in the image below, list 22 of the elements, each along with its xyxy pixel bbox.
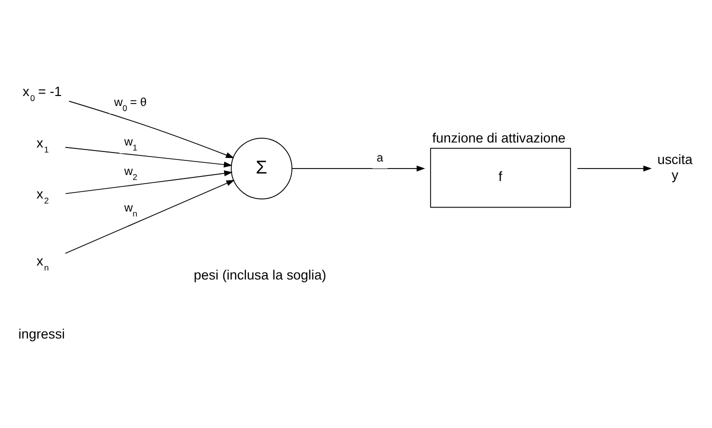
- arrow: [68, 100, 234, 158]
- node-box: f: [430, 147, 571, 208]
- node-text: y: [672, 166, 678, 182]
- label: ingressi: [18, 326, 65, 342]
- edge-label: w$_{0}$ = θ: [114, 94, 147, 112]
- edge-label: w$_{n}$: [124, 200, 138, 218]
- arrow: [65, 170, 233, 194]
- edge-label: w$_{1}$: [124, 134, 138, 152]
- arrow: [64, 146, 232, 167]
- node-text: x$_{2}$: [36, 186, 49, 206]
- edge-label: w$_{2}$: [124, 164, 138, 182]
- node-text: x$_{1}$: [36, 134, 49, 154]
- node-text: x$_{n}$: [36, 252, 49, 272]
- arrow: [292, 165, 426, 172]
- node-text: x$_{0}$ = -1: [22, 83, 62, 102]
- node-label: uscita: [657, 152, 693, 167]
- arrow: [64, 179, 235, 254]
- node-circle: Σ: [230, 137, 292, 199]
- edge-label: a: [376, 150, 384, 164]
- arrow: [576, 165, 652, 172]
- node-label: funzione di attivazione: [432, 130, 566, 145]
- label: pesi (inclusa la soglia): [194, 267, 326, 282]
